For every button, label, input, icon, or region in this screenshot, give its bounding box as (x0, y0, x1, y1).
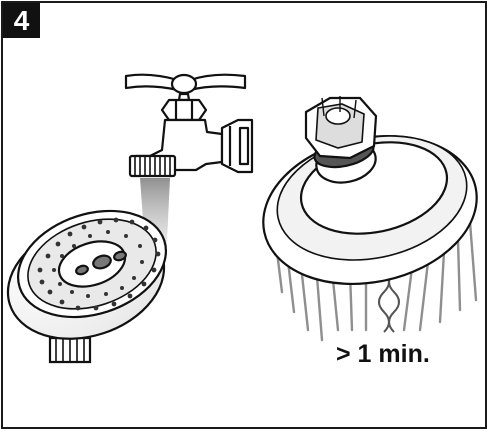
flush-duration-label: > 1 min. (336, 340, 430, 369)
showerhead-back-icon (249, 96, 490, 303)
faucet-icon (126, 75, 252, 176)
